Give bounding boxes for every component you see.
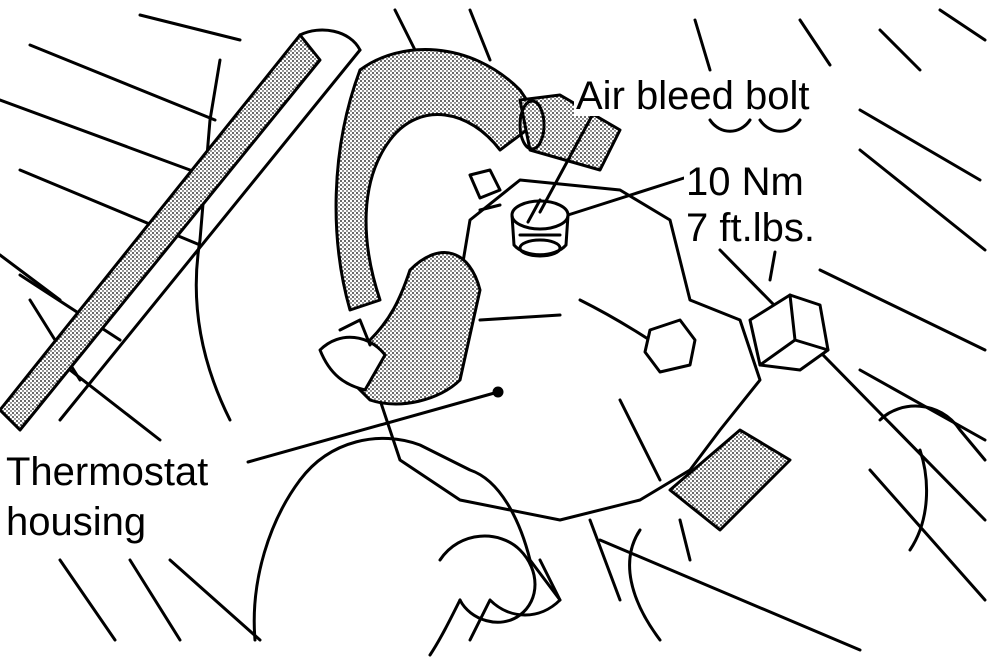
engine-block-outline	[298, 437, 562, 642]
leader-air-bleed-bolt	[538, 110, 596, 214]
air-bleed-bolt	[510, 198, 570, 258]
leader-torque-spec	[566, 176, 686, 217]
upper-curved-hose	[334, 48, 542, 312]
leader-torque-spec-bolt	[768, 250, 777, 282]
lower-right-pipe	[668, 428, 792, 532]
bypass-hose	[518, 93, 622, 172]
mounting-bolt-right	[748, 293, 830, 372]
leader-thermostat-housing	[246, 390, 500, 464]
label-housing: housing	[4, 500, 149, 544]
left-hose	[0, 33, 322, 432]
label-torque-metric: 10 Nm	[684, 160, 806, 204]
label-thermostat: Thermostat	[4, 450, 211, 494]
mounting-bolt-left	[643, 318, 697, 374]
label-torque-imperial: 7 ft.lbs.	[684, 206, 817, 250]
label-air-bleed-bolt: Air bleed bolt	[574, 74, 812, 118]
